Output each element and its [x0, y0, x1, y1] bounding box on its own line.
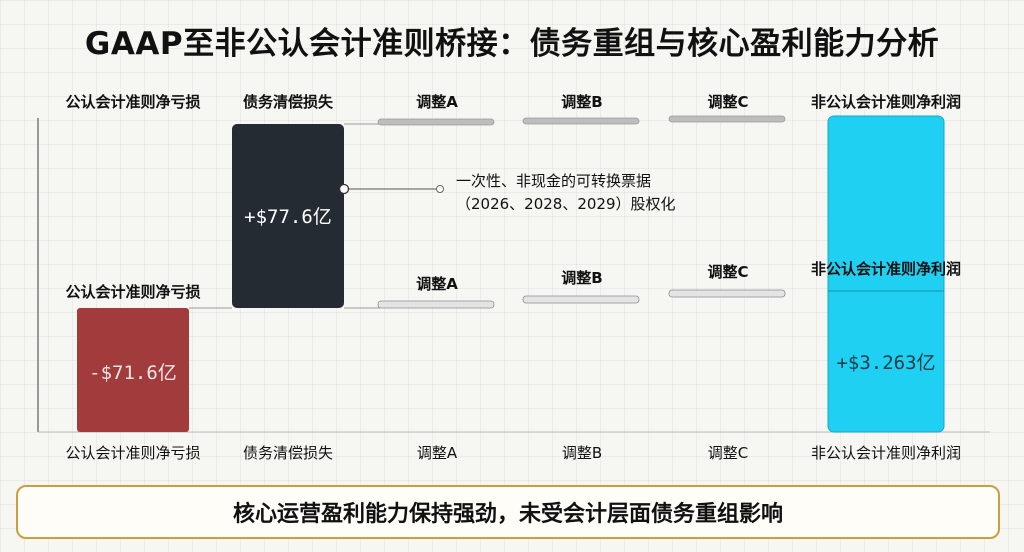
top-category-label: 调整C — [707, 93, 748, 111]
x-tick-label: 债务清偿损失 — [243, 444, 333, 462]
bar-gaap-net-loss — [77, 308, 189, 432]
mid-category-label: 调整C — [707, 263, 748, 281]
chart-title: GAAP至非公认会计准则桥接：债务重组与核心盈利能力分析 — [84, 26, 940, 62]
data-label: +$77.6亿 — [244, 206, 332, 228]
x-tick-label: 非公认会计准则净利润 — [811, 444, 961, 462]
annotation-line: 一次性、非现金的可转换票据 — [456, 172, 651, 190]
mid-category-label: 调整B — [561, 269, 602, 287]
data-label: -$71.6亿 — [89, 362, 177, 384]
bar-adjustment-lower — [377, 300, 495, 309]
callout-dot — [436, 185, 444, 193]
top-category-label: 债务清偿损失 — [243, 93, 334, 111]
data-label: +$3.263亿 — [836, 352, 935, 374]
callout-dot — [338, 183, 350, 195]
bar-adjustment-lower — [522, 295, 640, 304]
x-tick-label: 调整A — [417, 444, 458, 462]
bar-adjustment-upper — [522, 117, 640, 125]
mid-category-label: 公认会计准则净亏损 — [65, 283, 200, 301]
x-tick-label: 调整C — [708, 444, 748, 462]
top-category-label: 公认会计准则净亏损 — [65, 93, 200, 111]
top-category-label: 非公认会计准则净利润 — [811, 93, 961, 111]
summary-banner: 核心运营盈利能力保持强劲，未受会计层面债务重组影响 — [16, 485, 1000, 539]
annotation-line: （2026、2028、2029）股权化 — [456, 195, 676, 213]
x-tick-label: 调整B — [562, 444, 602, 462]
top-category-label: 调整A — [416, 93, 458, 111]
mid-category-label: 非公认会计准则净利润 — [811, 260, 961, 278]
waterfall-chart: 一次性、非现金的可转换票据（2026、2028、2029）股权化公认会计准则净亏… — [37, 93, 990, 462]
bar-adjustment-upper — [668, 115, 786, 123]
bar-adjustment-upper — [377, 118, 495, 126]
bar-non-gaap-net-income — [827, 115, 945, 433]
top-category-label: 调整B — [561, 93, 602, 111]
bar-debt-loss — [232, 124, 344, 308]
mid-category-label: 调整A — [416, 275, 458, 293]
bar-adjustment-lower — [668, 289, 786, 298]
x-tick-label: 公认会计准则净亏损 — [65, 444, 200, 462]
